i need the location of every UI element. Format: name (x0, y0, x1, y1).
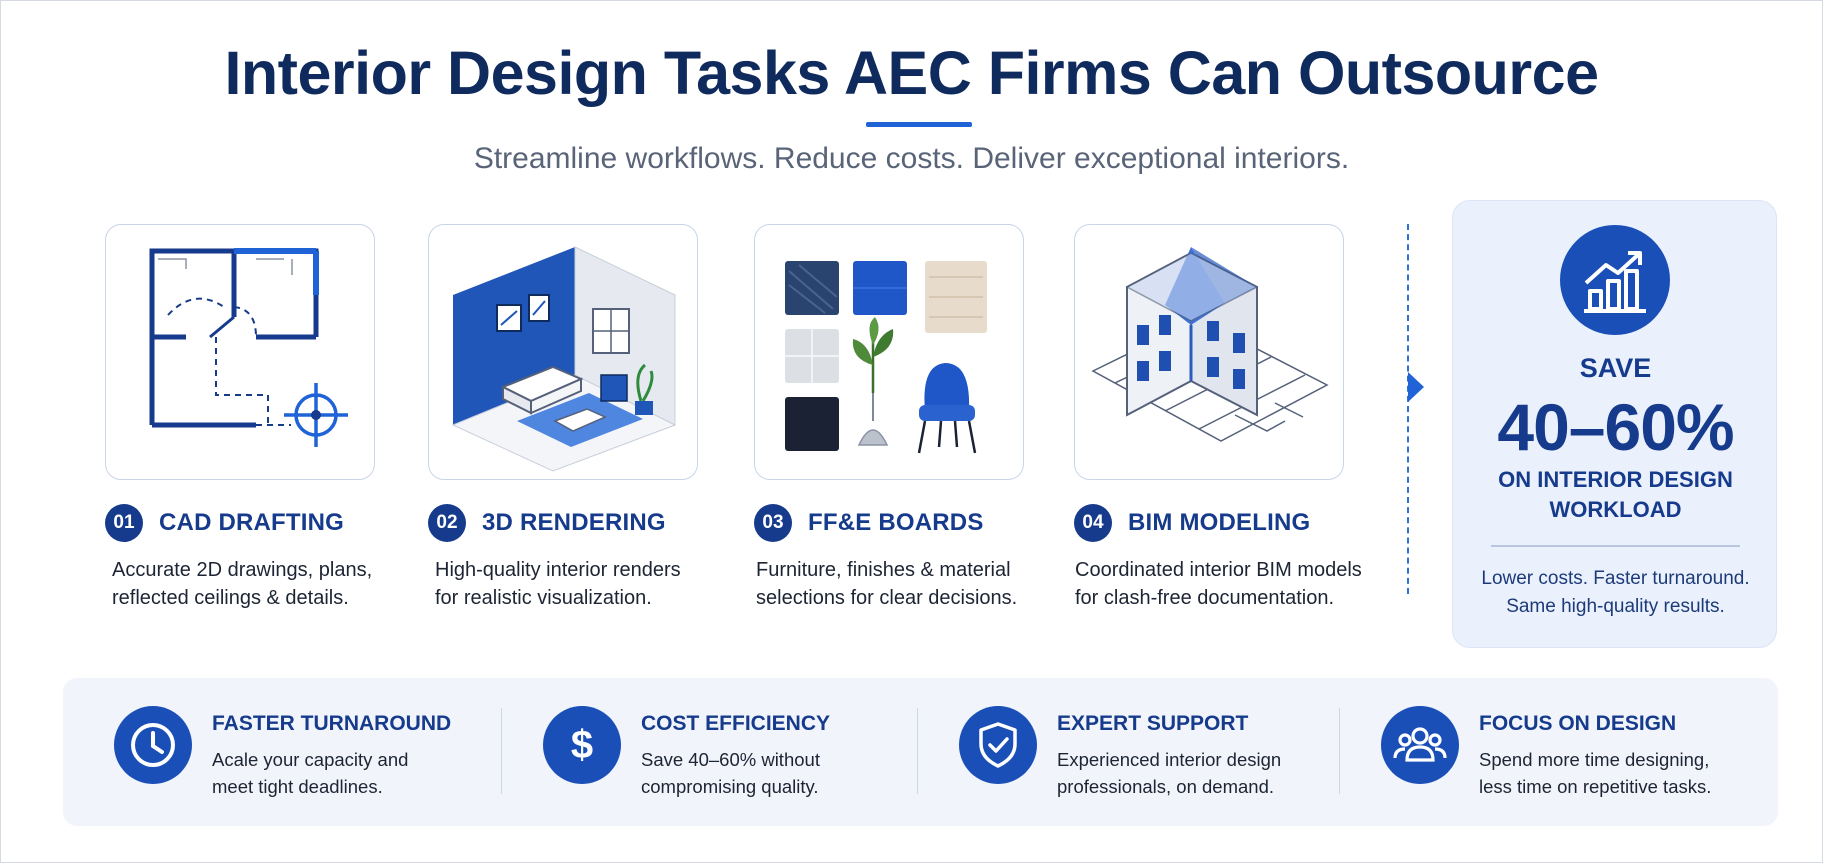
benefit-description-line: Experienced interior design (1057, 749, 1282, 770)
benefit-title: EXPERT SUPPORT (1057, 712, 1249, 735)
building-model-icon (1091, 247, 1329, 442)
savings-panel: SAVE 40–60% ON INTERIOR DESIGN WORKLOAD … (1452, 200, 1777, 648)
task-description-line: for clash-free documentation. (1075, 587, 1335, 609)
task-title: 3D RENDERING (482, 509, 666, 536)
benefit-description-line: Spend more time designing, (1479, 749, 1710, 770)
benefit-description-line: Save 40–60% without (641, 749, 820, 770)
benefit-description-line: less time on repetitive tasks. (1479, 776, 1712, 797)
task-card-3d-rendering (428, 224, 698, 480)
savings-note-line: Lower costs. Faster turnaround. (1481, 568, 1750, 589)
shield-check-icon (959, 706, 1037, 784)
task-card-ffe-boards (754, 224, 1024, 480)
benefit-description: Experienced interior design professional… (1057, 746, 1337, 800)
savings-scope-line: WORKLOAD (1549, 497, 1682, 522)
savings-label: SAVE (1579, 353, 1652, 383)
clock-icon (114, 706, 192, 784)
savings-note-line: Same high-quality results. (1506, 596, 1725, 617)
savings-scope-line: ON INTERIOR DESIGN (1498, 467, 1733, 492)
task-heading-03: 03 FF&E BOARDS (754, 504, 984, 542)
task-title: BIM MODELING (1128, 509, 1311, 536)
task-title: CAD DRAFTING (159, 509, 345, 536)
savings-scope: ON INTERIOR DESIGN WORKLOAD (1483, 465, 1748, 525)
task-number-badge: 01 (105, 504, 143, 542)
task-number-badge: 03 (754, 504, 792, 542)
page-title: Interior Design Tasks AEC Firms Can Outs… (224, 39, 1599, 107)
benefit-description: Spend more time designing, less time on … (1479, 746, 1759, 800)
benefit-description-line: meet tight deadlines. (212, 776, 383, 797)
task-description: Coordinated interior BIM models for clas… (1075, 556, 1395, 612)
team-icon (1381, 706, 1459, 784)
task-number-badge: 04 (1074, 504, 1112, 542)
section-divider (1407, 224, 1409, 594)
benefit-separator (501, 708, 502, 794)
task-description-line: High-quality interior renders (435, 559, 681, 581)
benefit-title: COST EFFICIENCY (641, 712, 831, 735)
task-card-bim-modeling (1074, 224, 1344, 480)
room-render-icon (451, 246, 677, 472)
benefit-title: FOCUS ON DESIGN (1479, 712, 1677, 735)
task-heading-04: 04 BIM MODELING (1074, 504, 1310, 542)
title-underline (866, 122, 972, 127)
benefits-strip: FASTER TURNAROUND Acale your capacity an… (63, 678, 1778, 826)
task-description: High-quality interior renders for realis… (435, 556, 735, 612)
task-title: FF&E BOARDS (808, 509, 984, 536)
page-subtitle: Streamline workflows. Reduce costs. Deli… (473, 142, 1350, 175)
benefit-separator (917, 708, 918, 794)
floor-plan-icon (149, 248, 348, 447)
benefit-cost-efficiency: $ COST EFFICIENCY Save 40–60% without co… (543, 678, 903, 826)
benefit-description-line: Acale your capacity and (212, 749, 409, 770)
task-description-line: for realistic visualization. (435, 587, 652, 609)
task-heading-01: 01 CAD DRAFTING (105, 504, 344, 542)
task-description-line: reflected ceilings & details. (112, 587, 349, 609)
task-description: Furniture, finishes & material selection… (756, 556, 1056, 612)
savings-percent: 40–60% (1497, 390, 1734, 464)
savings-note: Lower costs. Faster turnaround. Same hig… (1463, 565, 1768, 621)
task-description-line: Coordinated interior BIM models (1075, 559, 1362, 581)
svg-text:$: $ (571, 723, 593, 767)
growth-chart-icon (1560, 225, 1670, 335)
benefit-separator (1339, 708, 1340, 794)
task-heading-02: 02 3D RENDERING (428, 504, 666, 542)
benefit-description: Acale your capacity and meet tight deadl… (212, 746, 492, 800)
benefit-description: Save 40–60% without compromising quality… (641, 746, 921, 800)
benefit-description-line: professionals, on demand. (1057, 776, 1274, 797)
task-number-badge: 02 (428, 504, 466, 542)
benefit-expert-support: EXPERT SUPPORT Experienced interior desi… (959, 678, 1319, 826)
task-description-line: Furniture, finishes & material (756, 559, 1011, 581)
task-description-line: selections for clear decisions. (756, 587, 1018, 609)
savings-divider (1491, 545, 1740, 547)
material-board-icon (785, 261, 987, 454)
task-description: Accurate 2D drawings, plans, reflected c… (112, 556, 412, 612)
benefit-title: FASTER TURNAROUND (212, 712, 452, 735)
benefit-focus-on-design: FOCUS ON DESIGN Spend more time designin… (1381, 678, 1771, 826)
task-description-line: Accurate 2D drawings, plans, (112, 559, 373, 581)
benefit-faster-turnaround: FASTER TURNAROUND Acale your capacity an… (114, 678, 474, 826)
benefit-description-line: compromising quality. (641, 776, 819, 797)
dollar-icon: $ (543, 706, 621, 784)
task-card-cad-drafting (105, 224, 375, 480)
arrow-right-icon (1408, 372, 1424, 402)
